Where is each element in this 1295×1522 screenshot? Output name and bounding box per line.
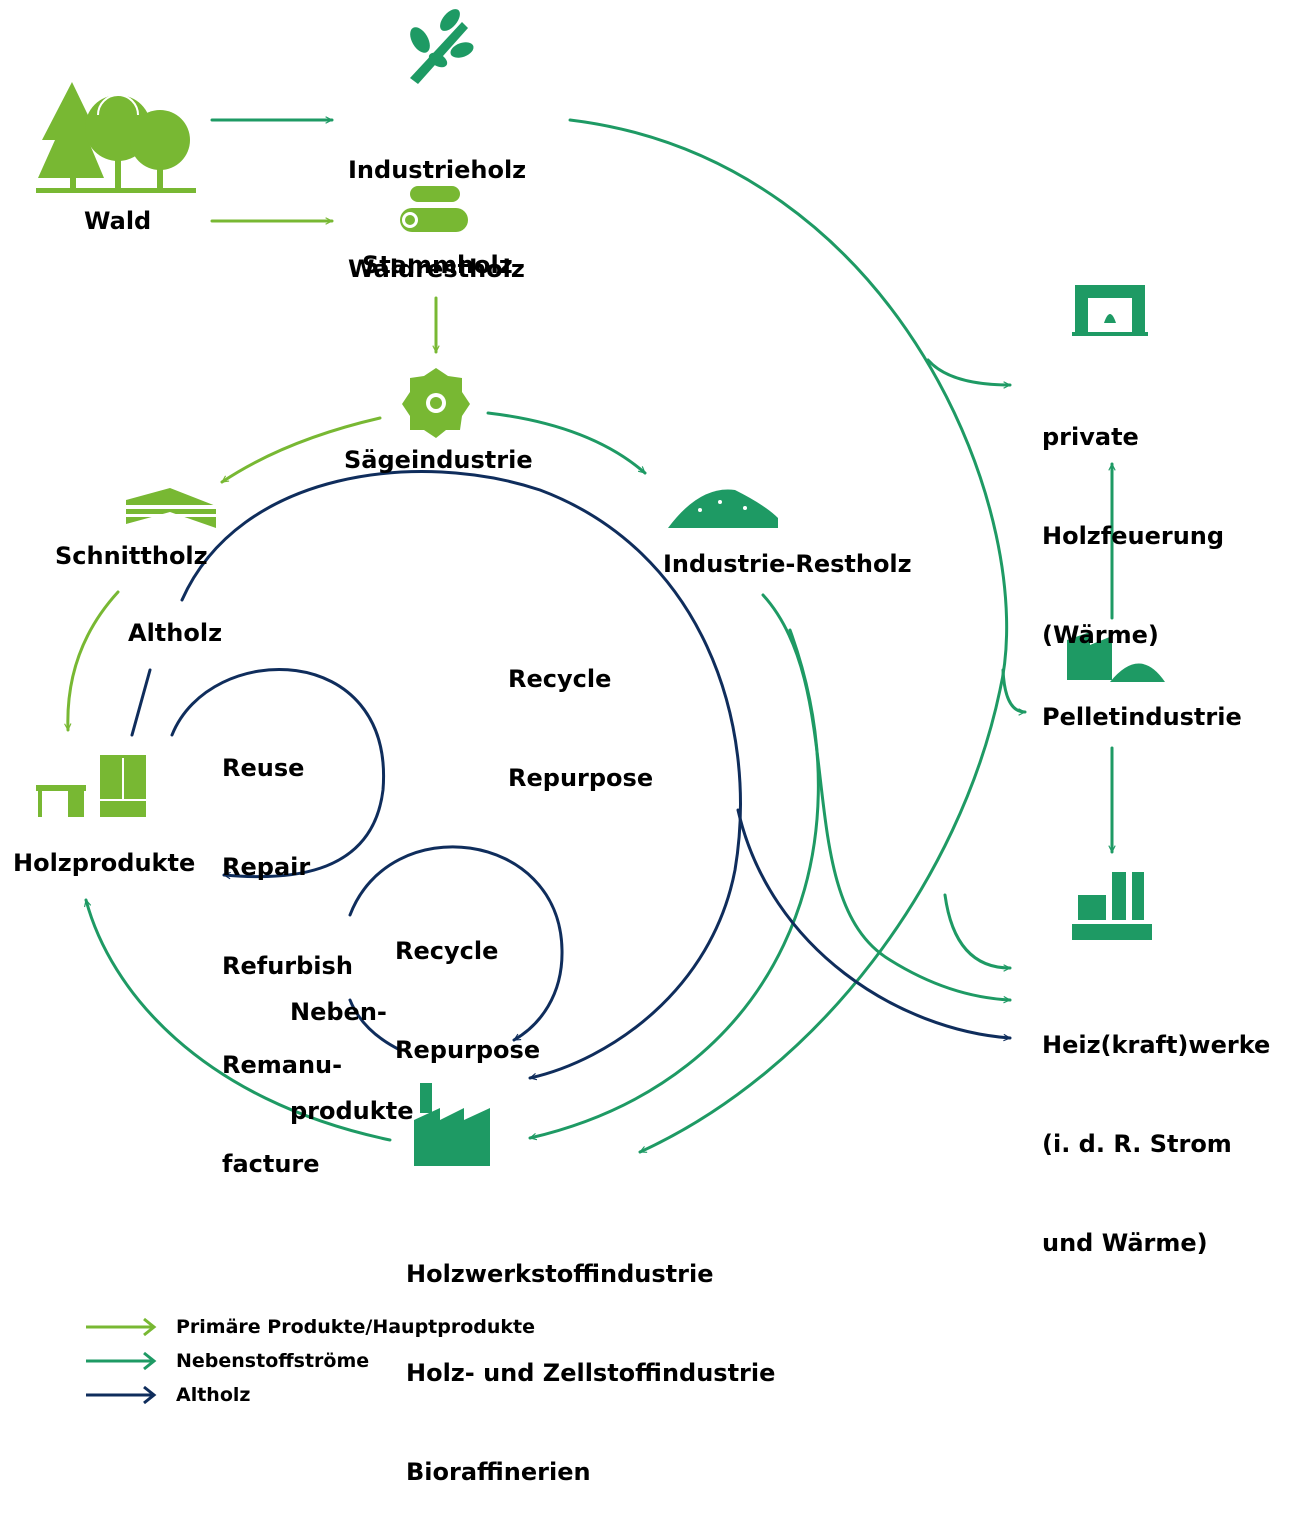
arrow-reuse-loop [170,668,385,876]
flow-reuse-line5: facture [222,1150,320,1178]
legend-label-secondary: Nebenstoffströme [176,1350,370,1372]
legend-arrow-waste [86,1385,157,1405]
node-holzwerkstoff: Holzwerkstoffindustrie Holz- und Zellsto… [406,1192,775,1522]
saw-blade-icon [402,368,470,438]
legend-item-waste: Altholz [84,1382,250,1408]
node-private-holzfeuerung: private Holzfeuerung (Wärme) [1042,355,1224,685]
pellet-plant-icon [1067,632,1165,682]
node-industrie-restholz: Industrie-Restholz [663,550,912,578]
node-heizkraftwerke-line1: Heiz(kraft)werke [1042,1031,1271,1059]
node-holzprodukte: Holzprodukte [13,849,196,877]
flow-label-recycle-outer: Recycle Repurpose [508,597,653,828]
wood-chips-icon [668,489,778,528]
node-industrieholz-line2: Waldrestholz [348,255,525,283]
legend-arrow-secondary [86,1351,157,1371]
node-stammholz: Stammholz [362,251,513,279]
forest-icon [36,82,196,193]
arrow-saege-industrierestholz [486,411,647,475]
arrow-recycle-inner-loop [348,845,564,1042]
fireplace-icon [1072,285,1148,336]
flow-nebenprodukte-line2: produkte [290,1097,414,1125]
lumber-icon [126,488,216,528]
furniture-icon [36,755,146,817]
node-private-line3: (Wärme) [1042,621,1159,649]
node-holzwerkstoff-line2: Holz- und Zellstoffindustrie [406,1359,776,1387]
flow-label-nebenprodukte: Neben- produkte [290,930,413,1161]
logs-icon [400,186,468,232]
arrow-altholz-recycle-outer [180,470,742,1078]
node-wald: Wald [84,207,152,235]
flow-reuse-line2: Repair [222,853,311,881]
arrow-branch-heizkraftwerke [943,893,1012,968]
factory-icon [414,1083,490,1166]
node-saegeindustrie: Sägeindustrie [344,446,533,474]
arrow-restholz-holzwerkstoff [528,628,820,1138]
wood-cascade-diagram [36,9,1165,1166]
flow-recycle-inner-line1: Recycle [395,937,499,965]
legend-label-waste: Altholz [176,1384,251,1406]
flow-reuse-line3: Refurbish [222,952,353,980]
node-schnittholz: Schnittholz [55,542,208,570]
branch-icon [410,9,474,84]
node-industrieholz: Industrieholz Waldrestholz [348,88,526,319]
arrow-branch-pelletindustrie [1001,668,1027,712]
arrow-branch-private-holzfeuerung [926,358,1012,385]
flow-reuse-line1: Reuse [222,754,305,782]
legend-label-primary: Primäre Produkte/Hauptprodukte [176,1316,536,1338]
flow-reuse-line4: Remanu- [222,1051,343,1079]
arrow-holzwerkstoff-holzprodukte [86,898,392,1142]
node-heizkraftwerke: Heiz(kraft)werke (i. d. R. Strom und Wär… [1042,963,1270,1293]
arrow-saege-schnittholz [220,416,382,484]
node-industrieholz-line1: Industrieholz [348,156,527,184]
legend-arrow-primary [86,1317,157,1337]
flow-recycle-outer-line1: Recycle [508,665,612,693]
flow-nebenprodukte-line1: Neben- [290,998,387,1026]
arrow-schnittholz-holzprodukte [68,590,120,732]
power-plant-icon [1072,872,1152,940]
flow-label-recycle-inner: Recycle Repurpose [395,869,540,1100]
flow-recycle-inner-line2: Repurpose [395,1036,541,1064]
legend-item-secondary: Nebenstoffströme [84,1348,369,1374]
node-heizkraftwerke-line2: (i. d. R. Strom [1042,1130,1232,1158]
node-holzwerkstoff-line1: Holzwerkstoffindustrie [406,1260,714,1288]
arrow-nebenprodukte-arc [348,998,402,1052]
node-heizkraftwerke-line3: und Wärme) [1042,1229,1208,1257]
node-pelletindustrie: Pelletindustrie [1042,703,1242,731]
flow-label-altholz: Altholz [128,619,223,647]
flow-label-reuse: Reuse Repair Refurbish Remanu- facture [222,686,353,1214]
node-private-line2: Holzfeuerung [1042,522,1225,550]
node-holzwerkstoff-line3: Bioraffinerien [406,1458,591,1486]
flow-recycle-outer-line2: Repurpose [508,764,654,792]
legend-item-primary: Primäre Produkte/Hauptprodukte [84,1314,535,1340]
arrow-altholz-holzprodukte-link [130,668,152,737]
arrow-altholz-heizkraftwerke [736,808,1012,1038]
node-private-line1: private [1042,423,1139,451]
